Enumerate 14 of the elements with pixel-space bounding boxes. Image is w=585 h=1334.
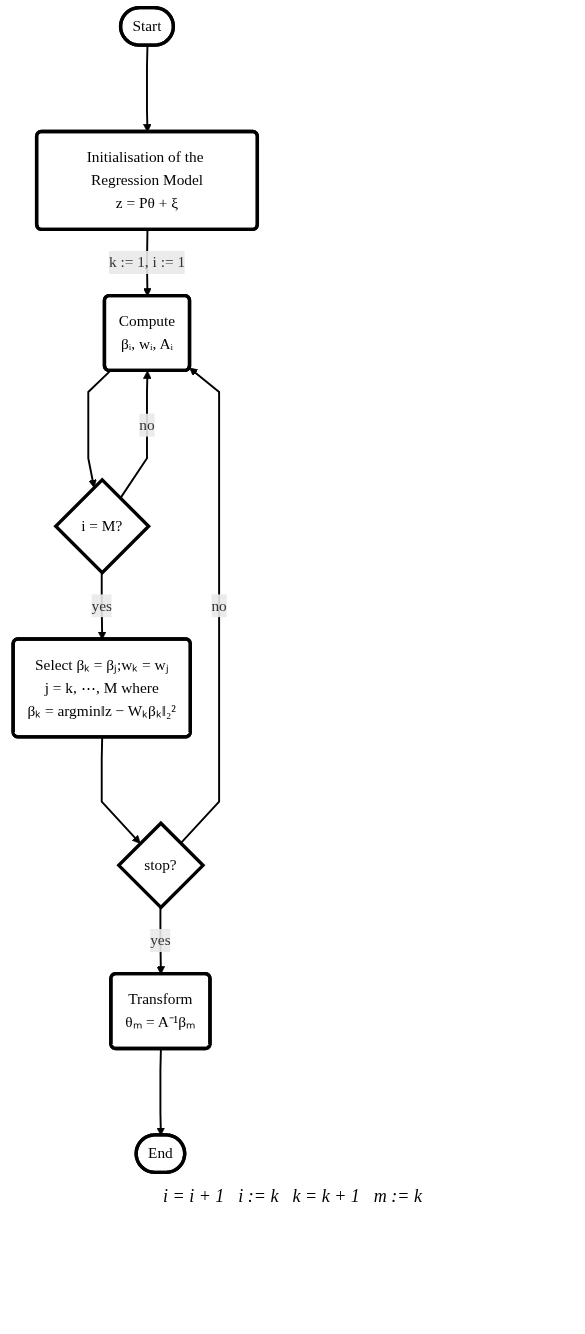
edge-label: yes [91,597,112,614]
node-diamond: i = M? [53,477,152,576]
node-diamond: stop? [116,820,206,910]
arrow [100,736,141,844]
edge-label: yes [150,931,171,949]
arrow [179,367,221,845]
edge-note: i = i + 1 [163,1186,225,1207]
edge-note: m := k [373,1186,422,1207]
edge-label: no [211,597,227,614]
edge-note: i := k [238,1186,279,1207]
edge-label: k := 1, i := 1 [108,253,186,271]
arrow [87,369,112,488]
edge-label: no [139,416,155,433]
edge-note: k = k + 1 [292,1186,360,1207]
